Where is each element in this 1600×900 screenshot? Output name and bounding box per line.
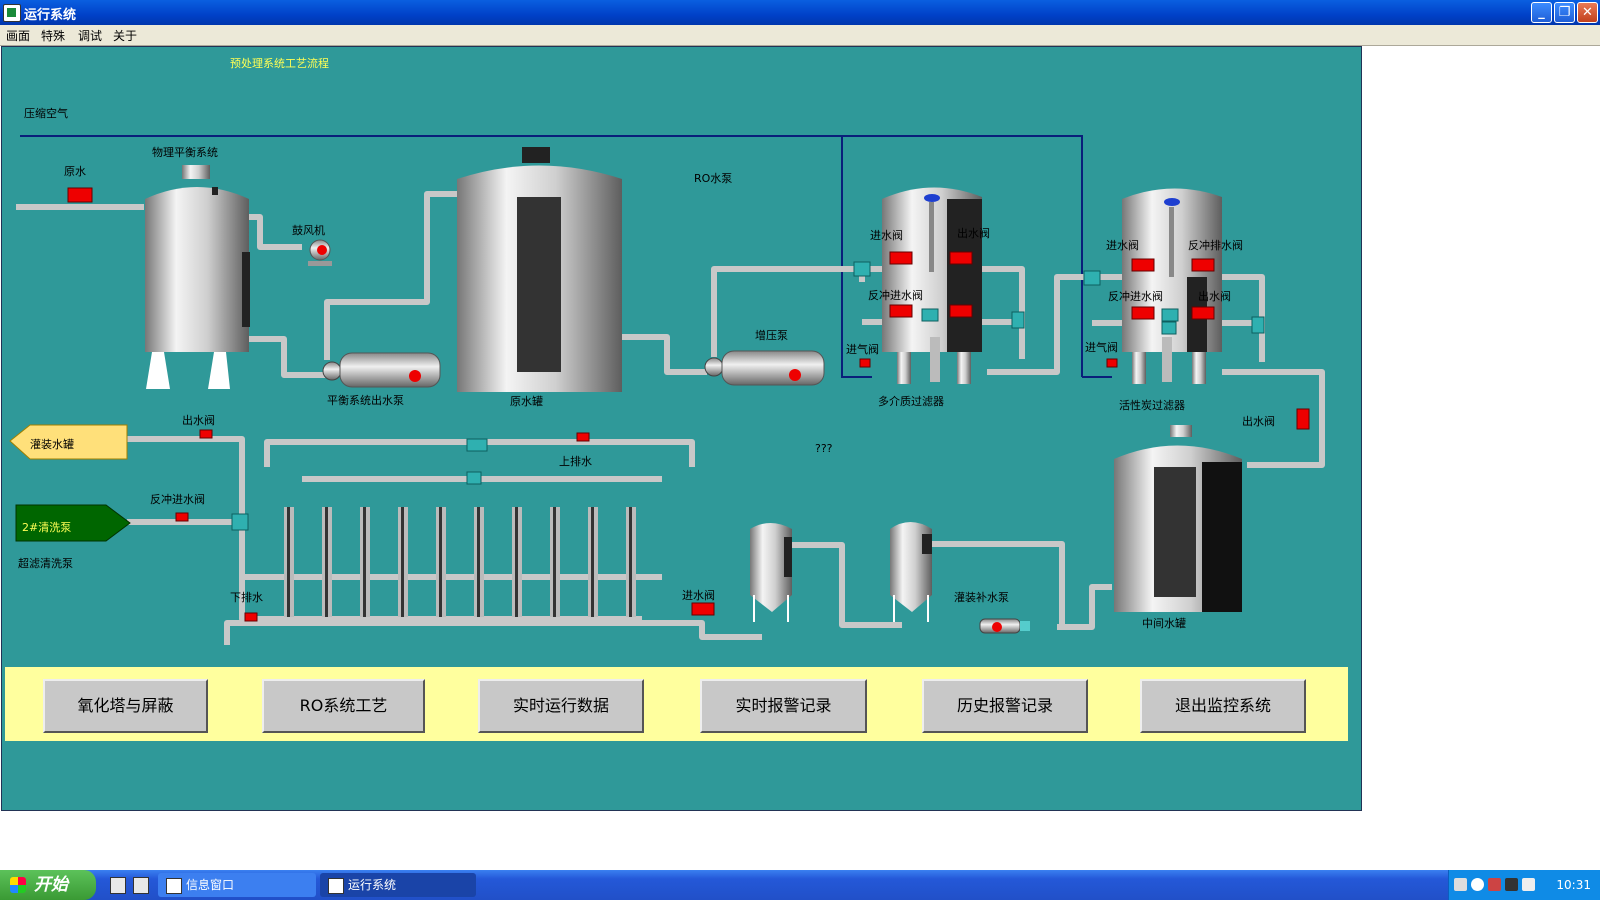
- clock: 10:31: [1556, 878, 1591, 892]
- middle-water-tank: [1114, 425, 1242, 612]
- label-outlet-valve-1: 出水阀: [957, 227, 990, 240]
- label-filling-makeup-pump: 灌装补水泵: [954, 591, 1009, 604]
- label-inlet-valve-1: 进水阀: [870, 229, 903, 242]
- minimize-button[interactable]: _: [1531, 2, 1552, 23]
- process-title: 预处理系统工艺流程: [230, 57, 329, 70]
- start-label: 开始: [34, 875, 68, 895]
- label-backwash-inlet-1: 反冲进水阀: [868, 289, 923, 302]
- keyboard-icon[interactable]: [1454, 878, 1467, 891]
- realtime-data-button[interactable]: 实时运行数据: [478, 679, 644, 733]
- task-label: 运行系统: [348, 878, 397, 892]
- info-window-icon: [166, 878, 182, 894]
- label-cleaning-pump2[interactable]: 2#清洗泵: [22, 521, 72, 534]
- realtime-alarm-button[interactable]: 实时报警记录: [700, 679, 867, 733]
- menu-bar: 画面 特殊 调试 关于: [0, 25, 1600, 46]
- menu-item-special[interactable]: 特殊: [41, 29, 66, 43]
- label-physical-balance: 物理平衡系统: [152, 146, 218, 159]
- label-outlet-valve-3: 出水阀: [1242, 415, 1275, 428]
- monitor-icon[interactable]: [1505, 878, 1518, 891]
- menu-item-debug[interactable]: 调试: [78, 29, 103, 43]
- label-uf-cleaning-pump: 超滤清洗泵: [18, 557, 73, 570]
- restore-button[interactable]: ❐: [1554, 2, 1575, 23]
- menu-item-screen[interactable]: 画面: [6, 29, 31, 43]
- label-multimedia-filter: 多介质过滤器: [878, 395, 944, 408]
- label-raw-water: 原水: [64, 165, 86, 178]
- carbon-filter: [1122, 188, 1222, 384]
- cleaning-pump-arrow: [15, 504, 131, 542]
- label-balance-pump: 平衡系统出水泵: [327, 394, 404, 407]
- blower-icon: [308, 239, 332, 266]
- balance-pump-icon: [322, 352, 441, 388]
- exit-monitor-button[interactable]: 退出监控系统: [1140, 679, 1306, 733]
- menu-item-about[interactable]: 关于: [113, 29, 138, 43]
- pipe-fittings: [231, 261, 1265, 531]
- label-outlet-valve-left: 出水阀: [182, 414, 215, 427]
- quicklaunch-desktop-icon[interactable]: [110, 877, 126, 894]
- window-titlebar: 运行系统 _ ❐ ✕: [0, 0, 1600, 25]
- network-icon[interactable]: [1488, 878, 1501, 891]
- booster-pump-icon: [704, 350, 825, 386]
- red-valves: [67, 187, 1310, 622]
- close-button[interactable]: ✕: [1577, 2, 1598, 23]
- label-blower: 鼓风机: [292, 224, 325, 237]
- label-compressed-air: 压缩空气: [24, 107, 68, 120]
- process-diagram: [9, 135, 1325, 645]
- task-label: 信息窗口: [186, 878, 235, 892]
- label-middle-tank: 中间水罐: [1142, 617, 1186, 630]
- filling-tank-arrow: [9, 424, 128, 460]
- process-canvas: 预处理系统工艺流程 压缩空气 原水 物理平衡系统 鼓风机 RO水泵 平衡系统出水…: [1, 46, 1362, 811]
- label-outlet-valve-2: 出水阀: [1198, 290, 1231, 303]
- label-upper-drain: 上排水: [559, 455, 592, 468]
- label-lower-drain: 下排水: [230, 591, 263, 604]
- tray-expand-icon[interactable]: [1471, 878, 1484, 891]
- start-button[interactable]: 开始: [0, 870, 96, 900]
- label-ro-pump: RO水泵: [694, 172, 733, 185]
- taskbar: 开始 信息窗口 运行系统 10:31: [0, 870, 1600, 900]
- small-tank-1: [750, 523, 792, 622]
- raw-water-tank: [457, 147, 622, 392]
- tool-icon[interactable]: [1522, 878, 1535, 891]
- runtime-system-icon: [328, 878, 344, 894]
- label-unknown: ???: [815, 442, 833, 455]
- label-backwash-inlet-left: 反冲进水阀: [150, 493, 205, 506]
- label-air-valve-2: 进气阀: [1085, 341, 1118, 354]
- air-line: [20, 135, 1112, 378]
- button-panel: [5, 667, 1348, 741]
- label-inlet-valve-2: 进水阀: [1106, 239, 1139, 252]
- label-raw-tank: 原水罐: [510, 395, 543, 408]
- label-inlet-valve-bottom: 进水阀: [682, 589, 715, 602]
- label-backwash-inlet-2: 反冲进水阀: [1108, 290, 1163, 303]
- label-filling-tank[interactable]: 灌装水罐: [30, 438, 74, 451]
- system-tray: 10:31: [1448, 870, 1600, 900]
- label-booster: 增压泵: [755, 329, 788, 342]
- oxidation-tower-button[interactable]: 氧化塔与屏蔽: [43, 679, 208, 733]
- ro-process-button[interactable]: RO系统工艺: [262, 679, 425, 733]
- balance-tank: [145, 165, 250, 389]
- quicklaunch-notepad-icon[interactable]: [133, 877, 149, 894]
- label-carbon-filter: 活性炭过滤器: [1119, 399, 1185, 412]
- label-backwash-outlet-2: 反冲排水阀: [1188, 239, 1243, 252]
- window-title: 运行系统: [24, 8, 77, 23]
- task-runtime-system[interactable]: 运行系统: [320, 873, 476, 897]
- app-icon: [3, 4, 21, 22]
- small-tank-2: [890, 522, 932, 622]
- history-alarm-button[interactable]: 历史报警记录: [922, 679, 1088, 733]
- makeup-pump-icon: [979, 618, 1030, 634]
- windows-logo-icon: [10, 877, 26, 893]
- multimedia-filter: [882, 187, 982, 384]
- task-info-window[interactable]: 信息窗口: [158, 873, 316, 897]
- label-air-valve-1: 进气阀: [846, 343, 879, 356]
- uf-membrane-array: [284, 507, 636, 617]
